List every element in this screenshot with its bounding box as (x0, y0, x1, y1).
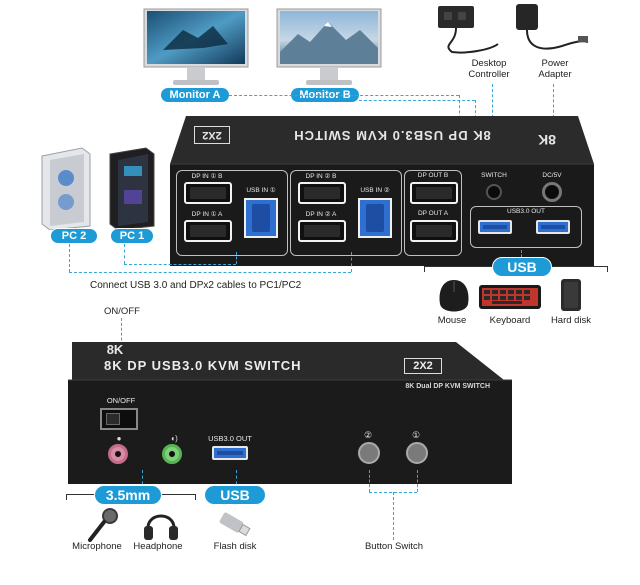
pc1-line-v (124, 244, 125, 264)
button-switch-1[interactable] (406, 442, 428, 464)
dp-out-a-port (410, 220, 458, 242)
mouse-icon (436, 278, 472, 316)
switch-port-label: SWITCH (481, 172, 507, 179)
dp-in-2-b-label: DP IN ② B (305, 173, 337, 180)
on-off-switch[interactable] (100, 408, 138, 430)
audio-label: 3.5mm (94, 485, 162, 505)
power-adapter-label: Power Adapter (538, 58, 572, 80)
kvm-switch-rear: 8K DP USB3.0 KVM SWITCH 2X2 8K DP IN ① B… (164, 112, 598, 268)
audio-item-headphone: Headphone (133, 541, 183, 552)
mic-symbol-icon: ● (116, 434, 122, 443)
pc2-port-group (290, 170, 402, 256)
front-badge: 2X2 (404, 358, 442, 374)
pc-2-icon (36, 146, 96, 231)
pc2-line-v (69, 244, 70, 272)
dp-in-2-b-port (298, 182, 346, 204)
btn2-label: ② (363, 430, 373, 440)
hard-disk-icon (560, 278, 582, 312)
headphone-symbol-icon: ◖) (170, 434, 178, 443)
front-subtitle: 8K Dual DP KVM SWITCH (405, 383, 490, 390)
pc1-port-group (176, 170, 288, 256)
usb-in-1-label: USB IN ① (246, 187, 276, 194)
btn1-label: ① (411, 430, 421, 440)
usb-item-hard-disk: Hard disk (550, 315, 592, 326)
dp-in-1-b-label: DP IN ① B (191, 173, 223, 180)
dp-out-b-label: DP OUT B (417, 172, 449, 179)
dp-in-2-a-port (298, 220, 346, 242)
monitor-a-icon (143, 8, 249, 90)
pc1-line-h (124, 264, 236, 265)
flash-disk-icon (214, 508, 254, 540)
pc-1-label: PC 1 (110, 228, 154, 244)
desktop-controller-icon (432, 4, 504, 56)
dp-out-port-group (404, 170, 462, 256)
flash-item: Flash disk (213, 541, 257, 552)
kvm-switch-front: 8K 8K DP USB3.0 KVM SWITCH 2X2 8K Dual D… (64, 336, 516, 486)
pc1-line-up (236, 252, 237, 264)
dp-out-a-label: DP OUT A (417, 210, 449, 217)
usb-in-2-port (358, 198, 392, 238)
usb3-out-port-2 (536, 220, 570, 234)
pc2-line-up (351, 252, 352, 272)
front-logo: 8K (106, 342, 124, 357)
monitor-a-line (229, 95, 459, 96)
pc2-line-h (69, 272, 351, 273)
monitor-b-line (359, 100, 475, 101)
rear-badge: 2X2 (194, 126, 230, 144)
button-switch-label: Button Switch (364, 541, 424, 552)
button-switch-2[interactable] (358, 442, 380, 464)
front-on-off-label: ON/OFF (106, 396, 136, 405)
microphone-icon (86, 506, 120, 542)
power-adapter-icon (512, 2, 592, 58)
pc-2-label: PC 2 (50, 228, 98, 244)
usb-item-mouse: Mouse (437, 315, 467, 326)
dp-in-1-a-port (184, 220, 232, 242)
desktop-controller-label: Desktop Controller (468, 58, 510, 80)
on-off-caption: ON/OFF (104, 306, 140, 317)
microphone-jack (108, 444, 128, 464)
usb-item-keyboard: Keyboard (489, 315, 531, 326)
rear-title: 8K DP USB3.0 KVM SWITCH (293, 128, 491, 143)
dp-in-2-a-label: DP IN ② A (305, 211, 337, 218)
usb-in-2-label: USB IN ② (360, 187, 390, 194)
usb3-out-group (470, 206, 582, 248)
usb3-out-label: USB3.0 OUT (507, 208, 545, 215)
dc5v-label: DC/5V (542, 172, 562, 179)
button-switch-line-2 (369, 470, 370, 492)
flash-group-label: USB (204, 485, 266, 505)
usb3-out-port-1 (478, 220, 512, 234)
audio-line (142, 470, 143, 490)
keyboard-icon (478, 284, 542, 310)
usb-group-label: USB (492, 257, 552, 277)
usb-in-1-port (244, 198, 278, 238)
front-title: 8K DP USB3.0 KVM SWITCH (104, 358, 302, 373)
headphone-icon (142, 504, 180, 542)
audio-item-microphone: Microphone (72, 541, 122, 552)
front-usb3-out-label: USB3.0 OUT (208, 434, 252, 443)
pc-1-icon (106, 146, 158, 231)
connect-note: Connect USB 3.0 and DPx2 cables to PC1/P… (90, 280, 302, 291)
button-switch-line-down (393, 492, 394, 540)
front-usb3-out-port (212, 446, 248, 460)
monitor-b-icon (276, 8, 382, 90)
button-switch-line-1 (417, 470, 418, 492)
dc5v-port (542, 182, 562, 202)
headphone-jack (162, 444, 182, 464)
switch-port (486, 184, 502, 200)
dp-in-1-b-port (184, 182, 232, 204)
dp-out-b-port (410, 182, 458, 204)
monitor-a-label: Monitor A (160, 87, 230, 103)
dp-in-1-a-label: DP IN ① A (191, 211, 223, 218)
flash-line (236, 470, 237, 490)
rear-logo: 8K (538, 132, 556, 148)
